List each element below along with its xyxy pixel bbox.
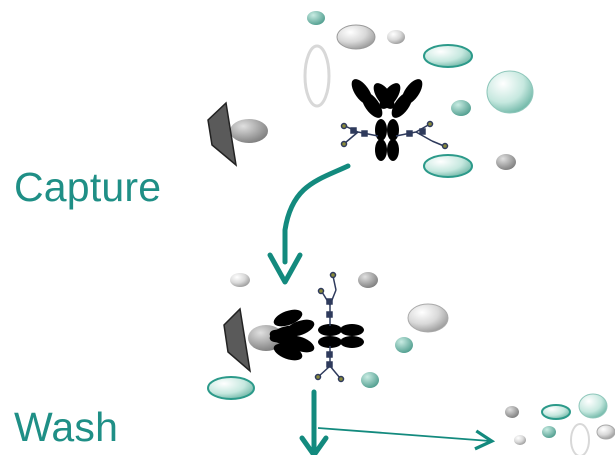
capture-surface bbox=[208, 103, 268, 165]
bead bbox=[571, 424, 589, 455]
bead bbox=[361, 372, 379, 388]
bead bbox=[208, 377, 254, 399]
bead bbox=[387, 30, 405, 44]
bead bbox=[424, 155, 472, 177]
capture-arrow bbox=[270, 166, 348, 282]
bead bbox=[487, 71, 533, 113]
washed-away-beads bbox=[505, 394, 615, 455]
bead bbox=[542, 426, 556, 438]
bead bbox=[451, 100, 471, 116]
wash-arrows bbox=[302, 392, 490, 455]
bead bbox=[337, 25, 375, 49]
bead bbox=[496, 154, 516, 170]
capture-antibody bbox=[348, 76, 427, 161]
bead bbox=[305, 46, 329, 106]
bead bbox=[408, 304, 448, 332]
capture-step-label: Capture bbox=[14, 167, 161, 208]
bead bbox=[358, 272, 378, 288]
bead bbox=[597, 425, 615, 439]
bead bbox=[542, 405, 570, 419]
bound-antibody bbox=[268, 306, 364, 363]
bead bbox=[424, 45, 472, 67]
wash-step-label: Wash bbox=[14, 407, 118, 448]
bead bbox=[505, 406, 519, 418]
bead bbox=[579, 394, 607, 418]
bead bbox=[307, 11, 325, 25]
bead bbox=[395, 337, 413, 353]
bead bbox=[230, 273, 250, 287]
bead bbox=[514, 435, 526, 445]
